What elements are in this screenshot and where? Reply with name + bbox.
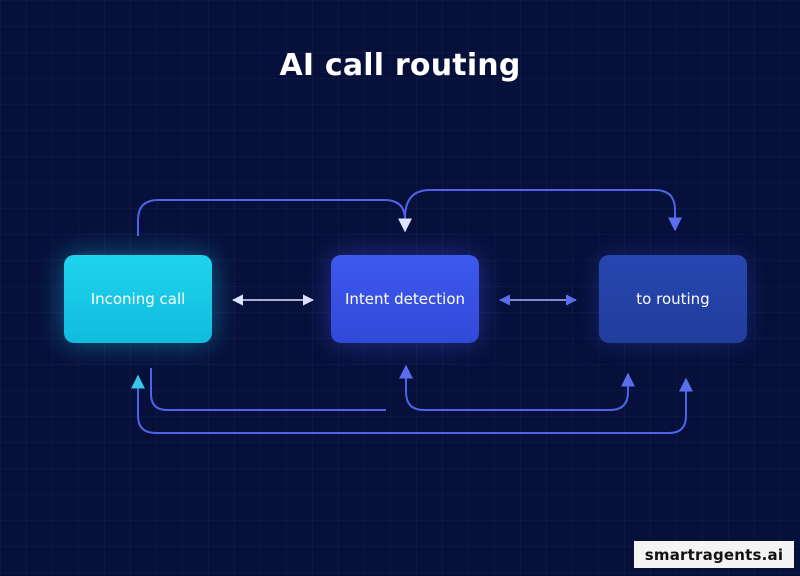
bottom-connector-incoming	[150, 368, 386, 411]
incoming-call-node: Inconing call	[64, 255, 212, 343]
incoming-call-label: Inconing call	[90, 290, 186, 308]
bottom-outer-loop	[131, 374, 693, 434]
top-connector-incoming-to-intent	[137, 199, 412, 236]
intent-detection-node: Intent detection	[331, 255, 479, 343]
intent-detection-label: Intent detection	[344, 290, 466, 308]
routing-node: to routing	[599, 255, 747, 343]
top-connector-intent-to-routing	[404, 189, 682, 232]
diagram-title: AI call routing	[279, 48, 521, 83]
bottom-connector-intent-routing	[399, 364, 635, 411]
watermark: smartragents.ai	[634, 541, 794, 568]
routing-label: to routing	[636, 290, 710, 308]
